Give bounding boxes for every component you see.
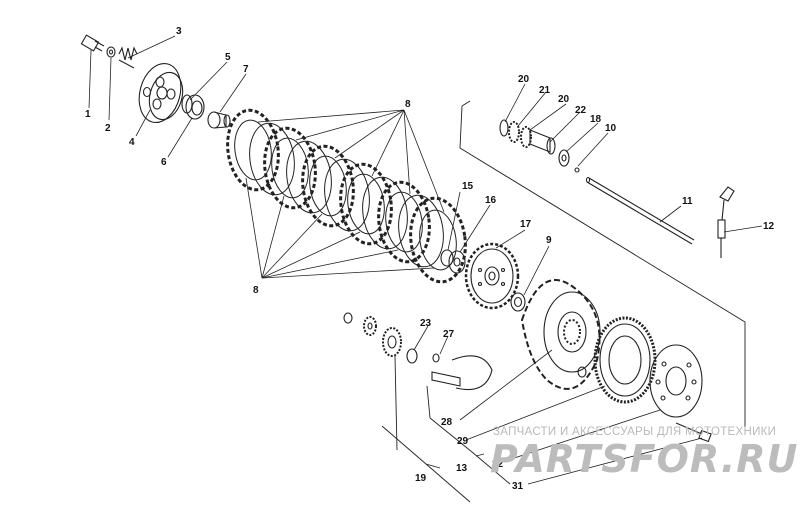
leader-lines-part-8: [245, 109, 445, 279]
callout-labels: 1 2 3 4 5 6 7 8 8 9 10 11 12 13 15 16 17…: [85, 26, 775, 492]
clutch-housing-part-28: [520, 279, 601, 390]
watermark-logo: PARTSFOR.RU: [490, 437, 799, 481]
callout-32: 32: [492, 459, 504, 470]
callout-17: 17: [520, 219, 532, 230]
hub-part-15-16: [440, 249, 466, 274]
callout-27: 27: [443, 329, 455, 340]
gear-part-17: [464, 242, 520, 310]
callout-16: 16: [485, 195, 497, 206]
callout-23: 23: [420, 318, 432, 329]
pressure-plate-part-4: [138, 63, 184, 123]
bearing-part-5-6: [181, 94, 205, 120]
callout-9: 9: [546, 235, 552, 246]
spring-part-3: [118, 46, 138, 69]
backing-disc-part-31: [577, 344, 703, 418]
leader-lines: [88, 35, 763, 485]
callout-22: 22: [575, 105, 587, 116]
callout-13: 13: [456, 463, 468, 474]
callout-11: 11: [682, 196, 693, 207]
callout-28: 28: [441, 417, 453, 428]
watermark-tagline: ЗАПЧАСТИ И АКСЕССУАРЫ ДЛЯ МОТОТЕХНИКИ: [493, 426, 777, 438]
release-bearing-part-20-22: [499, 119, 580, 173]
clutch-plate-stack-part-8: [226, 108, 467, 284]
callout-7: 7: [243, 64, 249, 75]
callout-21: 21: [539, 85, 551, 96]
callout-10: 10: [605, 123, 617, 134]
shaft-part-23-27: [431, 355, 493, 391]
callout-1: 1: [85, 109, 91, 120]
pushrod-part-7: [207, 111, 231, 129]
callout-2: 2: [105, 123, 111, 134]
release-mechanism-box: [459, 100, 746, 430]
washer-part-2: [106, 46, 116, 58]
washer-part-9: [510, 292, 526, 312]
callout-4: 4: [129, 137, 135, 148]
callout-20-lower: 20: [558, 94, 570, 105]
callout-6: 6: [161, 157, 167, 168]
small-gear-cluster-part-19: [343, 312, 440, 364]
callout-12: 12: [763, 221, 775, 232]
group-bracket-19: [381, 355, 471, 503]
callout-8-top: 8: [405, 99, 411, 110]
actuator-part-12: [717, 186, 735, 258]
ring-gear-part-29: [593, 316, 657, 404]
callout-19: 19: [415, 473, 427, 484]
callout-8-bottom: 8: [253, 285, 259, 296]
bolt-part-32: [675, 422, 712, 443]
callout-5: 5: [225, 52, 231, 63]
callout-29: 29: [457, 436, 469, 447]
callout-20-upper: 20: [518, 74, 530, 85]
group-bracket-13: [426, 385, 511, 485]
callout-31: 31: [512, 481, 524, 492]
pushrod-part-11: [585, 176, 695, 245]
callout-18: 18: [590, 114, 602, 125]
callout-3: 3: [176, 26, 182, 37]
callout-15: 15: [462, 181, 474, 192]
bolt-part-1: [80, 34, 105, 52]
